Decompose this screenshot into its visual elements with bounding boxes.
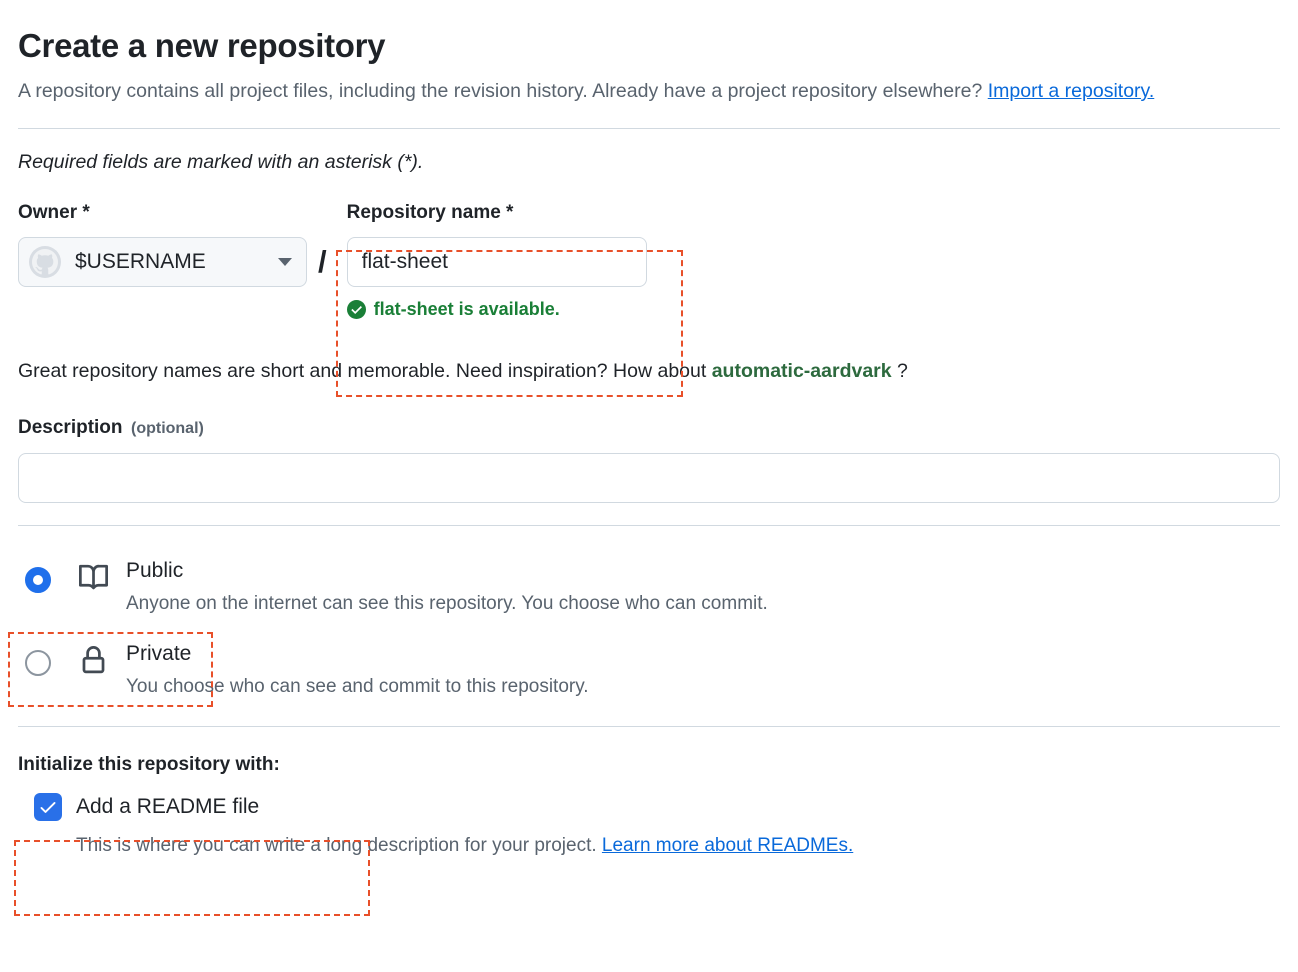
check-circle-icon [346,299,366,319]
availability-text: flat-sheet is available. [373,299,560,319]
lock-icon [79,646,108,680]
required-fields-note: Required fields are marked with an aster… [18,151,424,173]
visibility-public-text: Public Anyone on the internet can see th… [126,550,768,619]
description-field-group: Description (optional) [18,384,1280,503]
description-label-wrapper: Description (optional) [18,417,204,438]
owner-name-value: $USERNAME [75,250,206,273]
repository-name-availability: flat-sheet is available. [346,298,647,320]
radio-private[interactable] [25,650,51,676]
visibility-public-title: Public [126,559,184,582]
add-readme-label: Add a README file [76,795,260,818]
visibility-option-private[interactable]: Private You choose who can see and commi… [18,633,1280,702]
add-readme-help: This is where you can write a long descr… [76,833,1280,859]
owner-name-separator: / [318,244,327,279]
name-inspiration-line: Great repository names are short and mem… [18,330,1280,384]
description-input[interactable] [18,453,1280,503]
add-readme-row[interactable]: Add a README file [18,793,1280,821]
add-readme-help-text: This is where you can write a long descr… [76,835,597,856]
visibility-private-description: You choose who can see and commit to thi… [126,676,589,697]
description-optional-label: (optional) [130,420,204,437]
inspiration-text-before: Great repository names are short and mem… [18,360,707,382]
initialize-title: Initialize this repository with: [18,754,280,775]
owner-field-group: Owner * $USERNAME [18,201,310,287]
page-title: Create a new repository [18,27,386,64]
page-description-text: A repository contains all project files,… [18,80,983,102]
repo-book-icon [79,563,109,597]
initialize-repository-section: Initialize this repository with: Add a R… [18,727,1280,859]
repository-name-label: Repository name * [346,202,514,223]
divider-description [18,525,1280,526]
owner-select[interactable]: $USERNAME [18,237,307,287]
checkbox-add-readme[interactable] [34,793,62,821]
github-octocat-icon [29,246,61,278]
visibility-public-description: Anyone on the internet can see this repo… [126,593,768,614]
page-description: A repository contains all project files,… [18,68,1198,110]
repository-name-field-group: Repository name * flat-sheet is availabl… [335,195,663,330]
divider-visibility [18,726,1280,727]
learn-more-readmes-link[interactable]: Learn more about READMEs. [601,835,854,856]
radio-public[interactable] [25,567,51,593]
visibility-private-title: Private [126,642,192,665]
visibility-options: Public Anyone on the internet can see th… [18,526,1280,702]
chevron-down-icon [278,258,292,266]
divider-header [18,128,1280,129]
suggested-name-link[interactable]: automatic-aardvark [711,360,892,382]
description-label: Description [18,417,123,438]
check-icon [40,802,56,813]
repository-name-input[interactable] [346,237,647,287]
import-repository-link[interactable]: Import a repository. [987,80,1155,102]
visibility-option-public[interactable]: Public Anyone on the internet can see th… [18,550,1280,619]
owner-label: Owner * [18,202,90,223]
inspiration-text-after: ? [897,360,908,382]
visibility-private-text: Private You choose who can see and commi… [126,633,589,702]
owner-and-name-row: Owner * $USERNAME / Repository name * [18,175,1280,330]
